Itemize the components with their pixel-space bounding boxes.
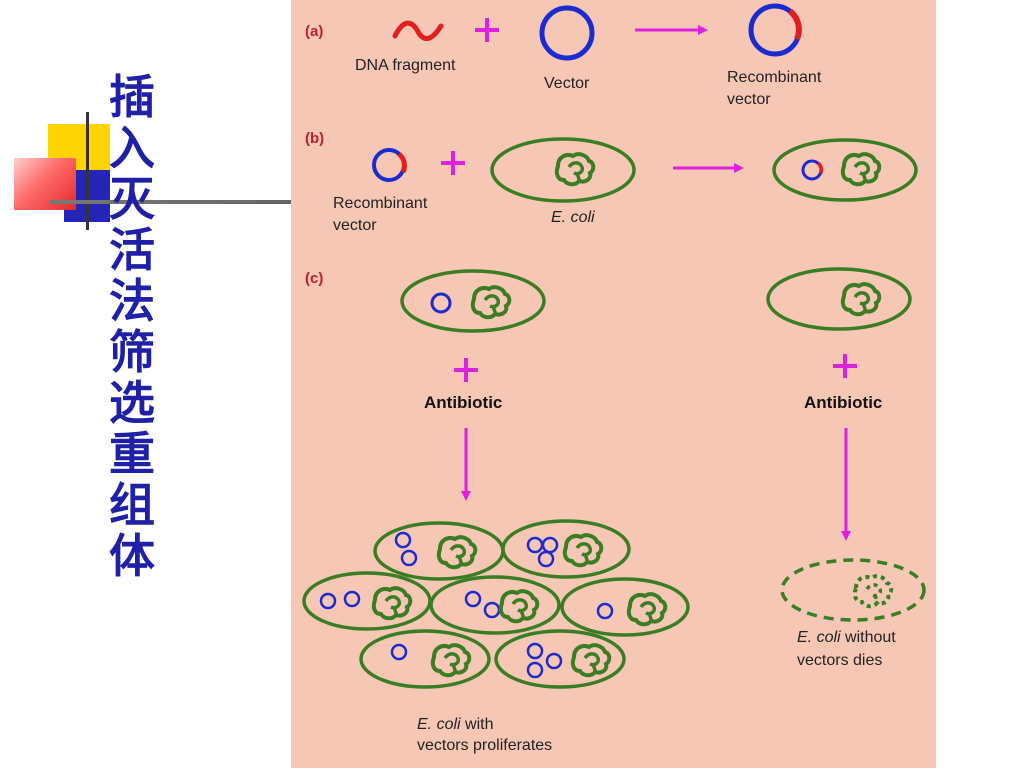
recombinant-label-line2: vector xyxy=(333,217,377,234)
title-char: 插 xyxy=(109,70,155,124)
recombinant-label-line1: Recombinant xyxy=(727,69,822,86)
colony-cell xyxy=(560,577,690,637)
recombinant-plasmid-icon xyxy=(372,148,407,182)
recombinant-label-line1: Recombinant xyxy=(333,195,428,212)
colony-cell xyxy=(302,571,432,631)
ecoli-label: E. coli xyxy=(551,209,595,226)
colony-cell xyxy=(359,629,491,689)
ecoli-italic: E. coli xyxy=(797,629,841,646)
dead-cell xyxy=(780,558,926,622)
colony-cell xyxy=(501,519,631,579)
title-char: 选 xyxy=(109,376,155,430)
dies-label-line1: E. coli without xyxy=(797,629,896,646)
antibiotic-label: Antibiotic xyxy=(804,393,882,412)
plus-icon xyxy=(454,358,478,382)
title-char: 筛 xyxy=(109,325,155,379)
with-text: with xyxy=(461,716,494,733)
proliferates-label-line2: vectors proliferates xyxy=(417,737,552,754)
ecoli-cell xyxy=(490,137,636,203)
diagram-svg: (a) DNA fragment Vector Recombinant vect… xyxy=(302,3,926,754)
colony-cell xyxy=(373,521,505,581)
cloning-diagram: (a) DNA fragment Vector Recombinant vect… xyxy=(291,0,936,768)
ecoli-italic: E. coli xyxy=(417,716,461,733)
title-char: 体 xyxy=(109,529,155,583)
colony-cell xyxy=(494,629,626,689)
dna-fragment-icon xyxy=(392,20,444,41)
deco-vertical-line xyxy=(86,112,89,230)
transformed-cell xyxy=(772,138,918,202)
plus-icon xyxy=(475,18,499,42)
proliferates-label-line1: E. coli with xyxy=(417,716,493,733)
plus-icon xyxy=(441,151,465,175)
cell-without-vector xyxy=(766,267,912,331)
recombinant-plasmid-icon xyxy=(748,3,802,57)
recombinant-label-line2: vector xyxy=(727,91,771,108)
proliferating-colony xyxy=(302,519,690,689)
vector-plasmid-icon xyxy=(539,5,595,61)
panel-a-label: (a) xyxy=(305,23,323,40)
plus-icon xyxy=(833,354,857,378)
slide-title: 插 入 灭 活 法 筛 选 重 组 体 xyxy=(100,72,164,582)
dies-label-line2: vectors dies xyxy=(797,652,882,669)
panel-b-label: (b) xyxy=(305,130,324,147)
vector-label: Vector xyxy=(544,75,590,92)
dna-fragment-label: DNA fragment xyxy=(355,57,456,74)
without-text: without xyxy=(841,629,897,646)
title-char: 活 xyxy=(109,223,155,277)
title-char: 法 xyxy=(109,274,155,328)
antibiotic-label: Antibiotic xyxy=(424,393,502,412)
title-char: 重 xyxy=(109,427,155,481)
title-char: 灭 xyxy=(109,172,155,226)
colony-cell xyxy=(429,575,561,635)
panel-c-label: (c) xyxy=(305,270,323,287)
title-char: 入 xyxy=(109,121,155,175)
deco-horizontal-line xyxy=(50,200,291,204)
cell-with-vector xyxy=(400,269,546,333)
title-char: 组 xyxy=(109,478,155,532)
